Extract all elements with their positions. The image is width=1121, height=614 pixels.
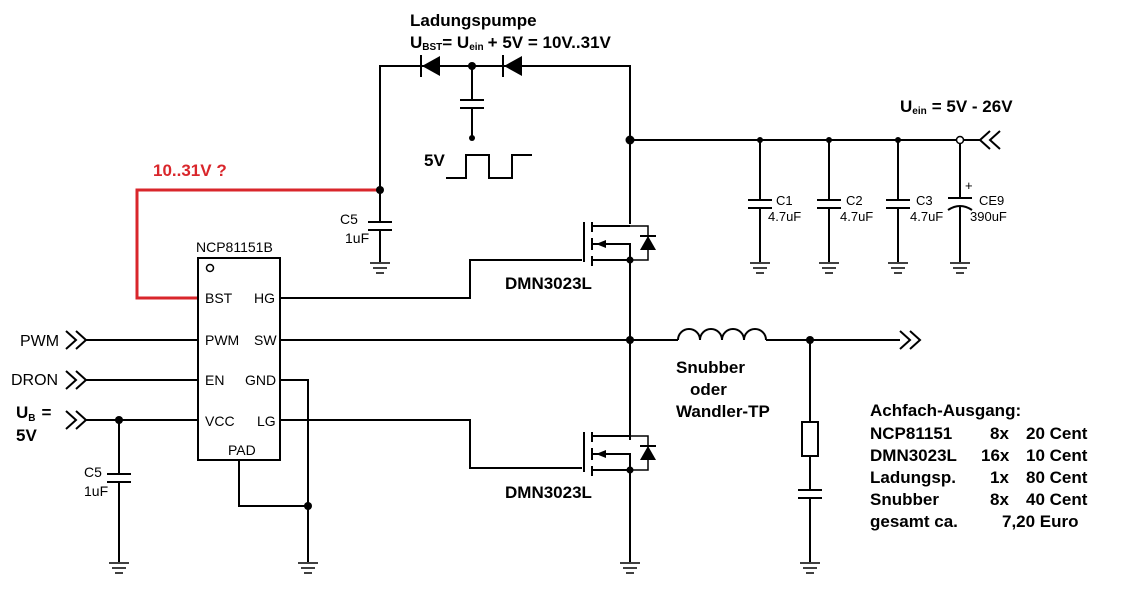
pin-pwm: PWM — [205, 332, 239, 348]
svg-text:DMN3023L: DMN3023L — [870, 446, 957, 465]
svg-text:16x: 16x — [981, 446, 1010, 465]
snubber-rc — [798, 340, 822, 574]
pin-lg: LG — [257, 413, 276, 429]
ub-input: UB= 5V — [16, 403, 198, 445]
lg-gate-wire — [280, 419, 582, 469]
capacitor-ce9: + CE9 390uF — [947, 144, 1007, 274]
high-side-label: DMN3023L — [505, 274, 592, 293]
charge-pump-title: Ladungspumpe — [410, 11, 537, 30]
charge-pump-formula: UBST= Uein+ 5V = 10V..31V — [410, 33, 612, 53]
snubber-line3: Wandler-TP — [676, 402, 770, 421]
capacitor-c1: C1 4.7uF — [748, 137, 801, 274]
ic-ground — [238, 379, 318, 574]
svg-text:C2: C2 — [846, 193, 863, 208]
svg-text:10 Cent: 10 Cent — [1026, 446, 1088, 465]
svg-text:1x: 1x — [990, 468, 1009, 487]
ub-value: 5V — [16, 426, 37, 445]
pin-bst: BST — [205, 290, 233, 306]
dron-input: DRON — [11, 370, 198, 390]
svg-text:20 Cent: 20 Cent — [1026, 424, 1088, 443]
diode-2 — [502, 55, 522, 77]
svg-text:8x: 8x — [990, 424, 1009, 443]
svg-text:4.7uF: 4.7uF — [840, 209, 873, 224]
c5-bottom-name: C5 — [84, 464, 102, 480]
svg-text:CE9: CE9 — [979, 193, 1004, 208]
high-side-mosfet: DMN3023L — [505, 140, 656, 440]
snubber-line1: Snubber — [676, 358, 745, 377]
capacitor-c3: C3 4.7uF — [886, 137, 943, 274]
svg-text:8x: 8x — [990, 490, 1009, 509]
dron-label: DRON — [11, 372, 58, 389]
hg-gate-wire — [280, 259, 582, 299]
svg-text:390uF: 390uF — [970, 209, 1007, 224]
capacitor-c2: C2 4.7uF — [817, 137, 873, 274]
bst-wire — [135, 188, 380, 300]
c5-top-name: C5 — [340, 211, 358, 227]
ub-label: UB= — [16, 403, 52, 424]
svg-text:7,20 Euro: 7,20 Euro — [1002, 512, 1079, 531]
c5-vcc-capacitor: C5 1uF — [84, 420, 131, 574]
svg-text:4.7uF: 4.7uF — [768, 209, 801, 224]
pin-hg: HG — [254, 290, 275, 306]
c5-boot-capacitor: C5 1uF — [340, 190, 392, 274]
diode-1 — [420, 55, 440, 77]
svg-text:C3: C3 — [916, 193, 933, 208]
low-side-label: DMN3023L — [505, 483, 592, 502]
svg-text:NCP81151: NCP81151 — [870, 424, 952, 443]
svg-text:Ladungsp.: Ladungsp. — [870, 468, 956, 487]
pump-capacitor — [460, 66, 484, 141]
ic-name: NCP81151B — [196, 239, 273, 255]
pwm-label: PWM — [20, 333, 59, 350]
low-side-mosfet: DMN3023L — [505, 432, 656, 574]
pin-en: EN — [205, 372, 224, 388]
output-inductor — [630, 328, 922, 350]
svg-text:+: + — [965, 178, 973, 193]
pin-gnd: GND — [245, 372, 276, 388]
svg-text:gesamt ca.: gesamt ca. — [870, 512, 958, 531]
svg-text:40 Cent: 40 Cent — [1026, 490, 1088, 509]
pin-pad: PAD — [228, 442, 256, 458]
svg-text:C1: C1 — [776, 193, 793, 208]
snubber-line2: oder — [690, 380, 727, 399]
charge-pump: Ladungspumpe UBST= Uein+ 5V = 10V..31V 5… — [379, 11, 631, 190]
input-rail: Uein= 5V - 26V — [625, 97, 1013, 150]
square-wave-symbol — [446, 154, 532, 179]
c5-top-value: 1uF — [345, 230, 369, 246]
bom-title: Achfach-Ausgang: — [870, 401, 1021, 420]
charge-pump-wire — [379, 65, 631, 190]
pin-sw: SW — [254, 332, 277, 348]
pin-vcc: VCC — [205, 413, 235, 429]
input-voltage: Uein= 5V - 26V — [900, 97, 1013, 117]
pwm-input: PWM — [20, 330, 198, 350]
square-wave-label: 5V — [424, 151, 445, 170]
bst-voltage-note: 10..31V ? — [153, 161, 227, 180]
svg-text:4.7uF: 4.7uF — [910, 209, 943, 224]
bom-table: Achfach-Ausgang: NCP81151 8x 20 Cent DMN… — [870, 401, 1088, 531]
svg-text:80 Cent: 80 Cent — [1026, 468, 1088, 487]
svg-text:Snubber: Snubber — [870, 490, 939, 509]
c5-bottom-value: 1uF — [84, 483, 108, 499]
ncp81151b-ic: NCP81151B BST PWM EN VCC HG SW GND LG PA… — [196, 239, 281, 461]
